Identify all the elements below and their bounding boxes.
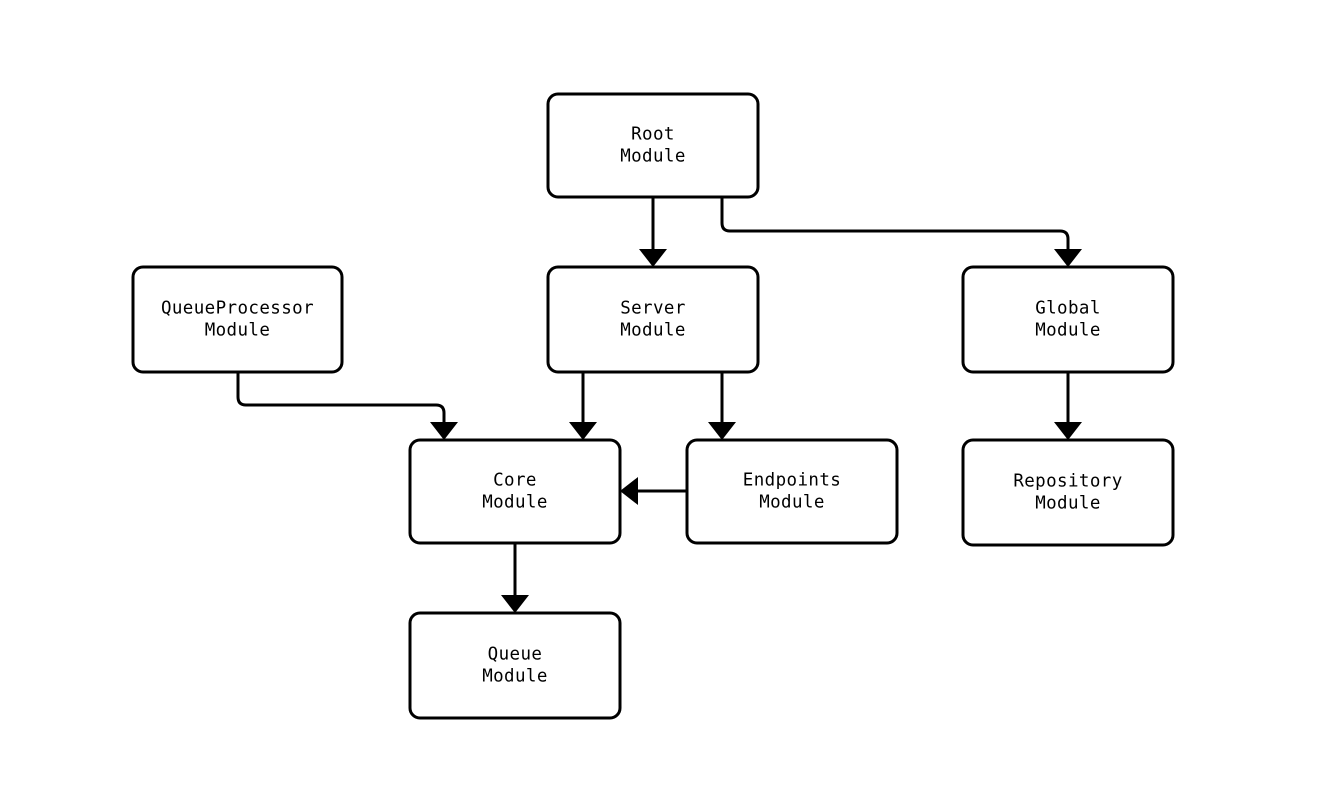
edge-root-server	[639, 197, 667, 267]
node-box-repository	[961, 438, 1175, 547]
edge-arrowhead-root-server	[639, 249, 667, 267]
edge-core-queue	[501, 543, 529, 613]
node-label-core-line2: Module	[482, 493, 548, 513]
edge-arrowhead-server-core	[569, 422, 597, 440]
node-label-repository-line1: Repository	[1013, 472, 1122, 492]
node-label-endpoints-line2: Module	[759, 493, 825, 513]
node-label-queueprocessor-line1: QueueProcessor	[161, 299, 314, 319]
edge-endpoints-core	[620, 477, 687, 505]
node-label-queueprocessor-line2: Module	[205, 321, 271, 341]
edge-arrowhead-endpoints-core	[620, 477, 638, 505]
node-label-root-line1: Root	[631, 125, 675, 145]
edge-global-repository	[1054, 372, 1082, 440]
edge-layer	[236, 197, 1082, 613]
edge-arrowhead-root-global	[1054, 249, 1082, 267]
edge-root-global	[720, 197, 1082, 267]
node-label-endpoints-line1: Endpoints	[743, 471, 841, 491]
node-box-queueprocessor	[131, 265, 344, 374]
edge-arrowhead-global-repository	[1054, 422, 1082, 440]
node-label-global-line2: Module	[1035, 321, 1101, 341]
edge-line-queueprocessor-core	[236, 372, 446, 422]
node-label-server-line1: Server	[620, 299, 686, 319]
edge-arrowhead-core-queue	[501, 595, 529, 613]
node-label-queue-line1: Queue	[488, 645, 543, 665]
node-layer: RootModuleQueueProcessorModuleServerModu…	[131, 92, 1175, 720]
edge-arrowhead-server-endpoints	[708, 422, 736, 440]
node-box-server	[546, 265, 760, 374]
node-box-queue	[408, 611, 622, 720]
edge-server-core	[569, 372, 597, 440]
node-box-endpoints	[685, 438, 899, 545]
node-label-queue-line2: Module	[482, 667, 548, 687]
node-label-global-line1: Global	[1035, 299, 1101, 319]
node-label-core-line1: Core	[493, 471, 537, 491]
node-box-root	[546, 92, 760, 199]
node-label-server-line2: Module	[620, 321, 686, 341]
edge-server-endpoints	[708, 372, 736, 440]
edge-queueprocessor-core	[236, 372, 458, 440]
edge-arrowhead-queueprocessor-core	[430, 422, 458, 440]
node-label-repository-line2: Module	[1035, 494, 1101, 514]
node-label-root-line2: Module	[620, 147, 686, 167]
node-box-global	[961, 265, 1175, 374]
edge-line-root-global	[720, 197, 1070, 249]
node-box-core	[408, 438, 622, 545]
